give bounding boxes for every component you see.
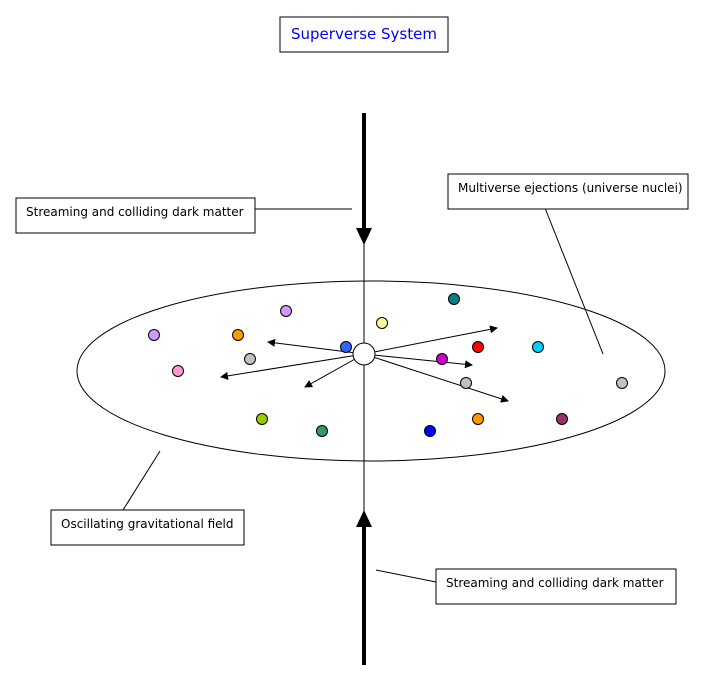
universe-nucleus-magenta bbox=[436, 353, 448, 365]
dark-matter-arrow-top bbox=[356, 113, 372, 245]
dark-matter-arrow-bottom-head bbox=[356, 510, 372, 527]
universe-nucleus-cyan bbox=[532, 341, 544, 353]
ejection-arrow bbox=[220, 353, 365, 380]
title-box-frame bbox=[279, 16, 449, 53]
universe-nucleus-teal bbox=[448, 293, 460, 305]
label-dark-matter-top: Streaming and colliding dark matter bbox=[26, 205, 244, 219]
universe-nuclei bbox=[148, 293, 628, 437]
universe-nucleus-lavender bbox=[280, 305, 292, 317]
label-box-frame bbox=[15, 197, 256, 234]
universe-nucleus-pink bbox=[172, 365, 184, 377]
label-box-dark-matter-top: Streaming and colliding dark matter bbox=[15, 197, 256, 234]
label-box-dark-matter-bottom: Streaming and colliding dark matter bbox=[435, 568, 677, 605]
label-box-multiverse: Multiverse ejections (universe nuclei) bbox=[447, 173, 689, 210]
universe-nucleus-violet bbox=[148, 329, 160, 341]
universe-nucleus-gray bbox=[244, 353, 256, 365]
universe-nucleus-gray bbox=[616, 377, 628, 389]
diagram-title: Superverse System bbox=[291, 25, 437, 43]
dark-matter-arrow-top-head bbox=[356, 228, 372, 245]
ejection-arrow bbox=[363, 353, 473, 369]
universe-nucleus-yellow-green bbox=[256, 413, 268, 425]
gravitational-field-ellipse bbox=[76, 280, 666, 462]
universe-nucleus-plum bbox=[556, 413, 568, 425]
universe-nucleus-light-yellow bbox=[376, 317, 388, 329]
callout-line-multiverse bbox=[544, 207, 604, 355]
label-box-frame bbox=[435, 568, 677, 605]
universe-nucleus-orange bbox=[232, 329, 244, 341]
label-dark-matter-bottom: Streaming and colliding dark matter bbox=[446, 576, 664, 590]
universe-nucleus-red bbox=[472, 341, 484, 353]
superverse-center-node bbox=[352, 342, 376, 366]
title-box: Superverse System bbox=[279, 16, 449, 53]
ejection-arrow bbox=[363, 325, 498, 355]
universe-nucleus-gray bbox=[460, 377, 472, 389]
universe-nucleus-sea-green bbox=[316, 425, 328, 437]
callout-line-dark-matter-bottom bbox=[375, 569, 437, 583]
label-box-frame bbox=[447, 173, 689, 210]
label-box-frame bbox=[50, 509, 245, 546]
label-multiverse: Multiverse ejections (universe nuclei) bbox=[458, 181, 683, 195]
dark-matter-arrow-bottom bbox=[356, 510, 372, 665]
label-field: Oscillating gravitational field bbox=[61, 517, 234, 531]
label-box-field: Oscillating gravitational field bbox=[50, 509, 245, 546]
universe-nucleus-orange bbox=[472, 413, 484, 425]
universe-nucleus-blue bbox=[340, 341, 352, 353]
ejection-arrow bbox=[363, 353, 509, 403]
universe-nucleus-navy-blue bbox=[424, 425, 436, 437]
callout-line-field bbox=[122, 450, 161, 511]
